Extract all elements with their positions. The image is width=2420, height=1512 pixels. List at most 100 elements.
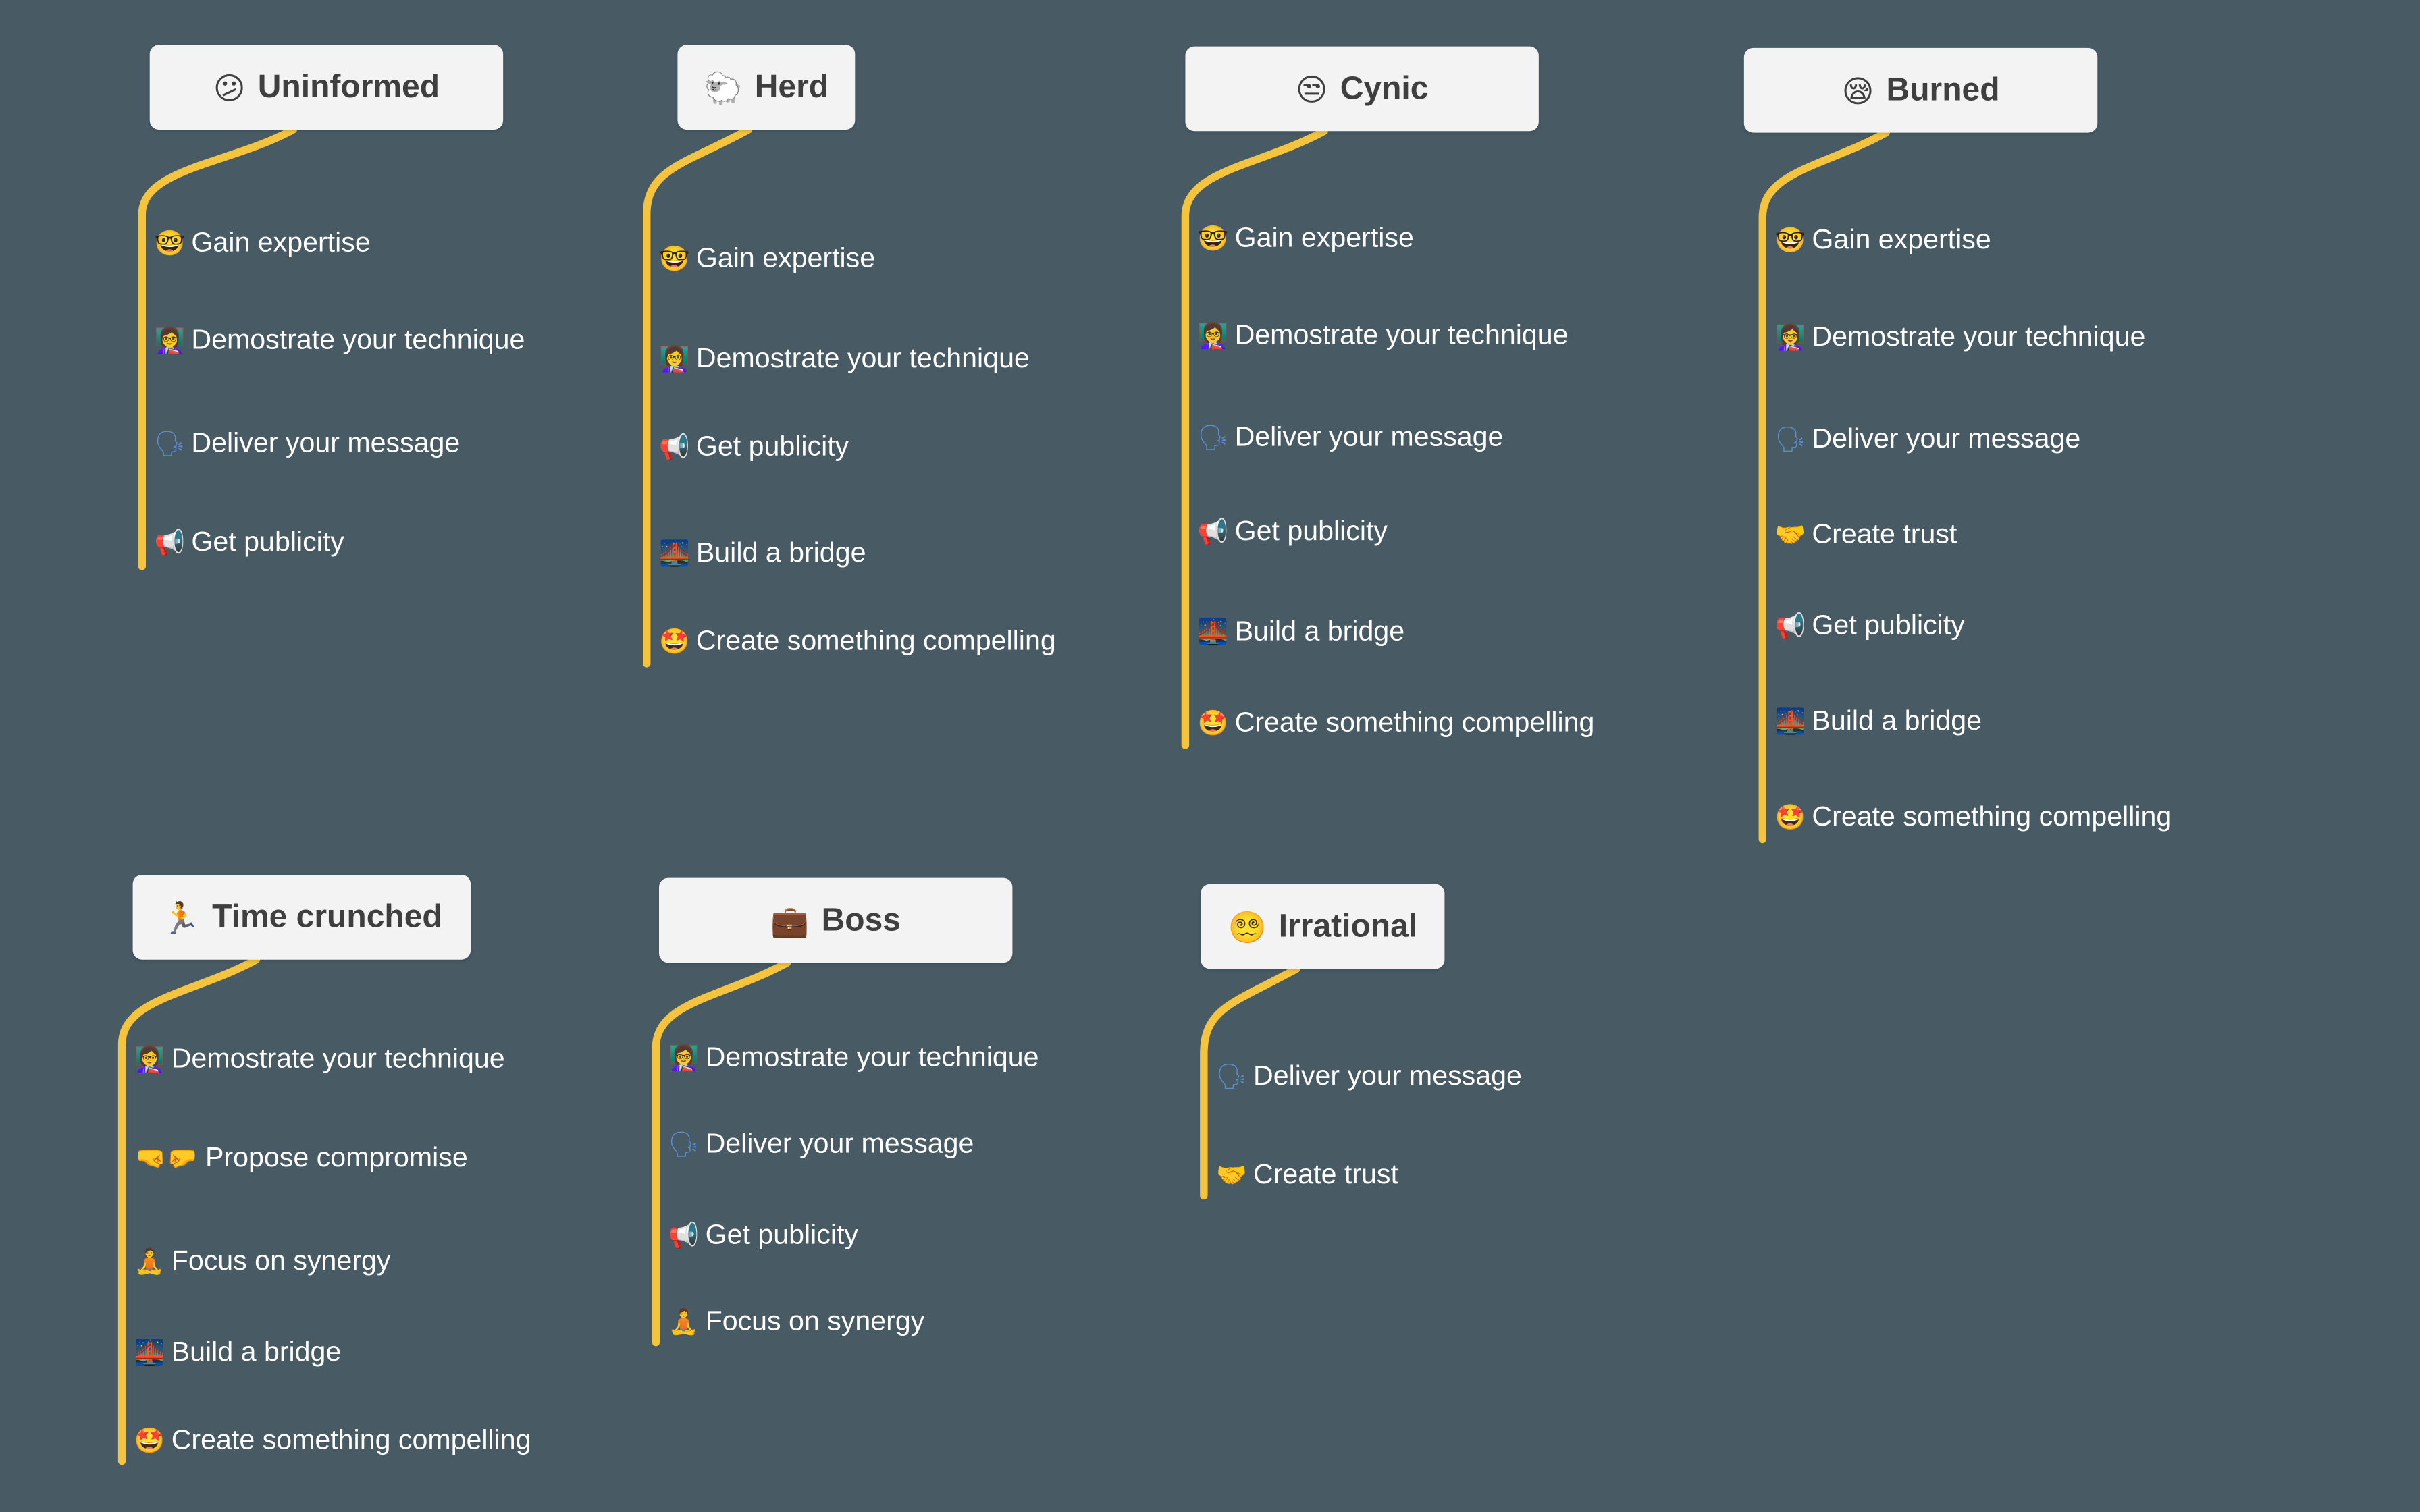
item-emoji-icon: 🗣 bbox=[668, 1129, 700, 1158]
item-label: Deliver your message bbox=[1812, 422, 2081, 453]
branch-item[interactable]: 🤓Gain expertise bbox=[1196, 219, 1414, 256]
branch-item[interactable]: 🤩Create something compelling bbox=[133, 1421, 531, 1458]
branch-item[interactable]: 🤓Gain expertise bbox=[1773, 221, 1991, 258]
branch-item[interactable]: 📢Get publicity bbox=[1773, 606, 1965, 643]
item-label: Create something compelling bbox=[695, 624, 1056, 655]
branch-item[interactable]: 🌉Build a bridge bbox=[1196, 612, 1404, 649]
item-label: Demostrate your technique bbox=[695, 342, 1030, 373]
item-emoji-icon: 🧘 bbox=[134, 1245, 165, 1276]
item-label: Build a bridge bbox=[171, 1335, 342, 1367]
node-boss[interactable]: 💼Boss bbox=[659, 878, 1013, 963]
branch-item[interactable]: 📢Get publicity bbox=[658, 427, 849, 464]
item-emoji-icon: 🤝 bbox=[1216, 1159, 1247, 1189]
node-irrational[interactable]: 😵‍💫Irrational bbox=[1201, 884, 1445, 969]
item-label: Demostrate your technique bbox=[705, 1040, 1039, 1072]
item-emoji-icon: 📢 bbox=[659, 431, 690, 461]
item-emoji-icon: 👩‍🏫 bbox=[659, 343, 690, 373]
branch-item[interactable]: 👩‍🏫Demostrate your technique bbox=[1773, 318, 2146, 355]
branch-line-irrational bbox=[1200, 965, 1300, 1200]
item-label: Get publicity bbox=[1234, 514, 1388, 546]
branch-item[interactable]: 🧘Focus on synergy bbox=[666, 1302, 925, 1339]
item-emoji-icon: 🌉 bbox=[659, 537, 690, 568]
branch-item[interactable]: 🗣Deliver your message bbox=[1773, 420, 2080, 457]
item-emoji-icon: 👩‍🏫 bbox=[154, 325, 186, 354]
item-label: Gain expertise bbox=[191, 225, 371, 257]
item-label: Gain expertise bbox=[1234, 221, 1414, 252]
branch-item[interactable]: 🤓Gain expertise bbox=[153, 223, 371, 261]
item-label: Propose compromise bbox=[205, 1141, 468, 1172]
item-emoji-icon: 🌉 bbox=[1197, 616, 1229, 646]
item-emoji-icon: 🤓 bbox=[659, 243, 690, 273]
item-emoji-icon: 🌉 bbox=[1774, 705, 1806, 736]
branch-item[interactable]: 👩‍🏫Demostrate your technique bbox=[153, 321, 525, 358]
branch-item[interactable]: 👩‍🏫Demostrate your technique bbox=[658, 340, 1030, 377]
item-emoji-icon: 🌉 bbox=[134, 1336, 165, 1367]
item-emoji-icon: 🤜🤛 bbox=[136, 1142, 198, 1172]
node-title: Boss bbox=[821, 902, 901, 938]
item-label: Demostrate your technique bbox=[1234, 319, 1569, 350]
branch-item[interactable]: 🗣Deliver your message bbox=[1215, 1057, 1522, 1094]
branch-item[interactable]: 🤩Create something compelling bbox=[658, 622, 1056, 659]
item-label: Get publicity bbox=[1812, 608, 1965, 640]
node-title: Burned bbox=[1886, 72, 2000, 107]
item-emoji-icon: 📢 bbox=[1197, 516, 1229, 546]
branch-item[interactable]: 🌉Build a bridge bbox=[133, 1333, 342, 1370]
item-emoji-icon: 🤩 bbox=[659, 625, 690, 655]
node-title: Uninformed bbox=[257, 68, 440, 105]
branch-item[interactable]: 🤝Create trust bbox=[1773, 515, 1957, 552]
node-uninformed[interactable]: 😕Uninformed bbox=[149, 45, 504, 130]
branch-item[interactable]: 🤩Create something compelling bbox=[1196, 703, 1595, 740]
branch-item[interactable]: 📢Get publicity bbox=[153, 523, 344, 560]
item-label: Deliver your message bbox=[705, 1127, 974, 1158]
node-herd[interactable]: 🐑Herd bbox=[677, 45, 856, 130]
irrational-emoji-icon: 😵‍💫 bbox=[1228, 908, 1267, 946]
item-label: Get publicity bbox=[705, 1218, 858, 1249]
branch-item[interactable]: 🤓Gain expertise bbox=[658, 239, 875, 276]
node-burned[interactable]: 😪 Burned bbox=[1743, 47, 2098, 133]
branch-item[interactable]: 🌉Build a bridge bbox=[1773, 702, 1982, 739]
item-label: Deliver your message bbox=[191, 427, 461, 458]
item-emoji-icon: 🗣 bbox=[1215, 1060, 1248, 1090]
item-label: Demostrate your technique bbox=[171, 1042, 505, 1073]
item-label: Create something compelling bbox=[171, 1423, 531, 1455]
branch-item[interactable]: 🌉Build a bridge bbox=[658, 534, 866, 571]
branch-item[interactable]: 📢Get publicity bbox=[1196, 512, 1388, 549]
item-label: Get publicity bbox=[695, 429, 849, 461]
item-emoji-icon: 🤓 bbox=[1197, 223, 1229, 252]
branch-item[interactable]: 👩‍🏫Demostrate your technique bbox=[666, 1038, 1039, 1075]
branch-item[interactable]: 🗣Deliver your message bbox=[1196, 418, 1503, 455]
branch-item[interactable]: 🤩Create something compelling bbox=[1773, 798, 2172, 835]
item-label: Build a bridge bbox=[695, 536, 866, 568]
item-label: Deliver your message bbox=[1253, 1059, 1522, 1090]
item-emoji-icon: 📢 bbox=[154, 526, 186, 557]
item-label: Create trust bbox=[1253, 1158, 1398, 1189]
item-emoji-icon: 👩‍🏫 bbox=[668, 1042, 700, 1072]
branch-item[interactable]: 🤝Create trust bbox=[1215, 1156, 1398, 1193]
branch-item[interactable]: 📢Get publicity bbox=[666, 1216, 858, 1253]
item-label: Get publicity bbox=[191, 525, 344, 557]
branch-item[interactable]: 👩‍🏫Demostrate your technique bbox=[1196, 317, 1569, 354]
branch-item[interactable]: 👩‍🏫Demostrate your technique bbox=[133, 1040, 505, 1077]
item-emoji-icon: 🗣 bbox=[1197, 422, 1229, 452]
item-emoji-icon: 📢 bbox=[1774, 610, 1806, 640]
item-emoji-icon: 🤝 bbox=[1774, 519, 1806, 549]
item-emoji-icon: 👩‍🏫 bbox=[1774, 321, 1806, 351]
item-emoji-icon: 🤩 bbox=[1197, 707, 1229, 737]
item-label: Focus on synergy bbox=[171, 1244, 391, 1276]
item-label: Build a bridge bbox=[1234, 614, 1405, 646]
branch-item[interactable]: 🧘Focus on synergy bbox=[133, 1242, 391, 1279]
branch-line-burned bbox=[1758, 128, 1890, 844]
cynic-emoji-icon: 😒 bbox=[1295, 70, 1328, 107]
branch-line-uninformed bbox=[138, 126, 298, 570]
branch-line-time-crunched bbox=[117, 956, 261, 1465]
item-label: Gain expertise bbox=[695, 241, 876, 273]
node-cynic[interactable]: 😒Cynic bbox=[1185, 46, 1539, 132]
node-time-crunched[interactable]: 🏃Time crunched bbox=[132, 875, 471, 960]
branch-item[interactable]: 🗣Deliver your message bbox=[666, 1125, 974, 1162]
burned-emoji-icon: 😪 bbox=[1841, 72, 1874, 109]
item-emoji-icon: 🗣 bbox=[1774, 423, 1806, 453]
branch-item[interactable]: 🗣Deliver your message bbox=[153, 425, 460, 462]
branch-item[interactable]: 🤜🤛Propose compromise bbox=[133, 1139, 468, 1176]
